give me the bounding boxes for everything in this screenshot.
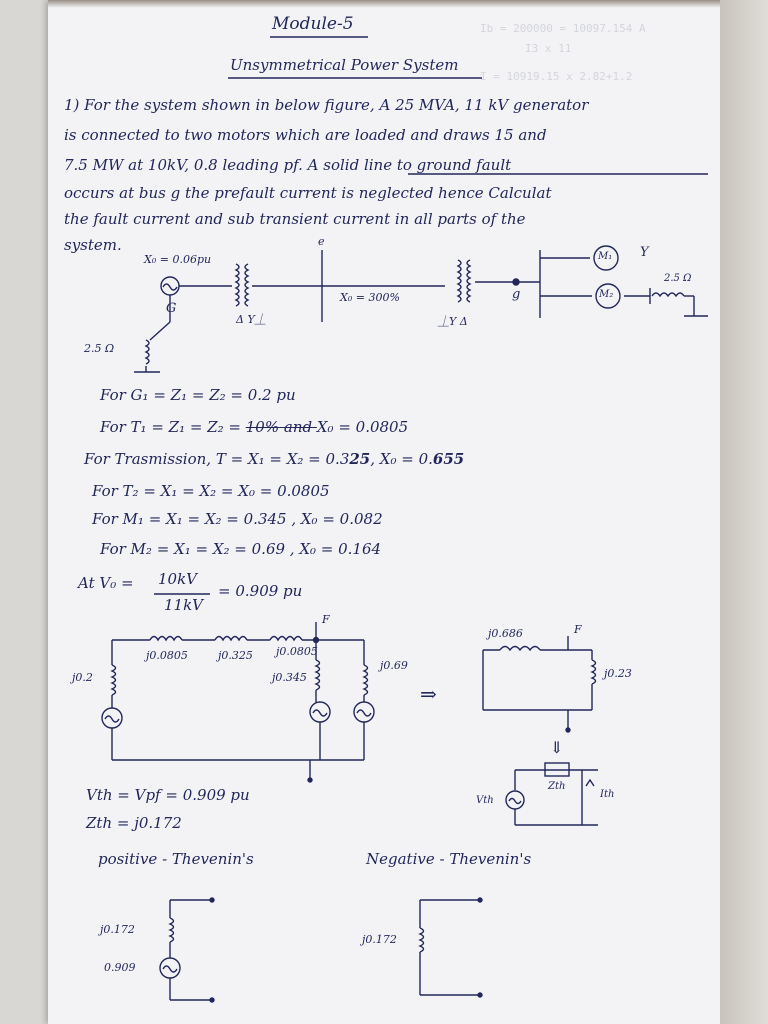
transform-arrow: ⇒: [420, 682, 437, 706]
line-x0-label: X₀ = 300%: [340, 291, 400, 304]
neg-thevenin-x-label: j0.172: [362, 933, 397, 946]
t2-primary-coil: [456, 259, 462, 303]
m2-x-label: j0.69: [380, 659, 408, 672]
m1-label: M₁: [598, 251, 613, 262]
r1-label: j0.0805: [146, 649, 188, 662]
eq-series-label: j0.686: [488, 627, 523, 640]
bleed-through-text: I = 10919.15 x 2.82+1.2: [480, 70, 633, 83]
zth-result: Zth = j0.172: [86, 814, 182, 832]
voltage-result: = 0.909 pu: [218, 582, 303, 600]
param-transmission: For Trasmission, T = X₁ = X₂ = 0.325, X₀…: [84, 450, 465, 468]
gen-x0-label: X₀ = 0.06pu: [144, 253, 212, 266]
problem-line-3: 7.5 MW at 10kV, 0.8 leading pf. A solid …: [64, 156, 512, 174]
t1-connection-label: Δ Y⏊: [236, 313, 266, 326]
m1-reactance-coil: [314, 659, 321, 691]
m2-circle: [595, 283, 621, 309]
gen-label: G: [166, 301, 177, 316]
page-subtitle: Unsymmetrical Power System: [230, 56, 459, 74]
eq-shunt-label: j0.23: [604, 667, 632, 680]
problem-line-1: 1) For the system shown in below figure,…: [64, 96, 589, 114]
m1-circle: [593, 245, 619, 271]
m1-x-label: j0.345: [272, 671, 307, 684]
param-t2: For T₂ = X₁ = X₂ = X₀ = 0.0805: [92, 482, 330, 500]
negative-thevenin-circuit: [418, 897, 483, 998]
motor-ground-res-label: 2.5 Ω: [664, 273, 692, 284]
negative-thevenin-title: Negative - Thevenin's: [366, 850, 532, 868]
eq-series-coil: [499, 645, 541, 652]
bleed-through-text: Ib = 200000 = 10097.154 A: [480, 22, 646, 35]
bus-g-node: [512, 278, 520, 286]
r2-label: j0.325: [218, 649, 253, 662]
zth-small-label: Zth: [548, 781, 566, 792]
fault-label: F: [322, 613, 330, 626]
param-t1: For T₁ = Z₁ = Z₂ = 10% and X₀ = 0.0805: [100, 418, 409, 436]
motor-y-label: Y: [640, 245, 649, 260]
t2-connection-label: ⏊Y Δ: [438, 315, 468, 328]
t1-primary-coil: [234, 263, 240, 307]
eq-fault-label: F: [574, 623, 582, 636]
system-one-line-diagram: [134, 245, 708, 373]
strikethrough-text: 10%: [245, 418, 280, 436]
problem-line-4: occurs at bus g the prefault current is …: [64, 184, 552, 202]
eq-shunt-coil: [590, 659, 597, 685]
gen-x-label: j0.2: [72, 671, 93, 684]
zth-box: [544, 762, 570, 777]
voltage-denominator: 11kV: [164, 596, 204, 614]
t1-secondary-coil: [244, 263, 250, 307]
vth-result: Vth = Vpf = 0.909 pu: [86, 786, 250, 804]
fraction-bar: [154, 593, 210, 595]
t2-secondary-coil: [466, 259, 472, 303]
m2-reactance-coil: [362, 664, 369, 696]
ith-small-label: Ith: [600, 789, 615, 800]
gen-ground-res-label: 2.5 Ω: [84, 342, 115, 355]
m2-ground-resistor: [651, 292, 685, 298]
problem-line-2: is connected to two motors which are loa…: [64, 126, 547, 144]
page-background-edge: [720, 0, 768, 1024]
param-m1: For M₁ = X₁ = X₂ = 0.345 , X₀ = 0.082: [92, 510, 383, 528]
bus-g-label: g: [512, 287, 521, 302]
module-heading: Module-5: [272, 14, 354, 34]
generator-sine: [162, 283, 178, 291]
t2-reactance-coil: [269, 635, 303, 642]
voltage-prefix: At V₀ =: [78, 574, 134, 592]
page-top-edge: [48, 0, 720, 8]
vth-small-label: Vth: [476, 795, 494, 806]
param-m2: For M₂ = X₁ = X₂ = 0.69 , X₀ = 0.164: [100, 540, 382, 558]
pos-thevenin-v-label: 0.909: [104, 961, 136, 974]
problem-line-6: system.: [64, 236, 122, 254]
positive-sequence-network: [101, 622, 375, 783]
gen-ground-resistor: [144, 339, 150, 365]
m2-label: M₂: [599, 289, 614, 300]
notebook-page: [48, 0, 720, 1024]
r3-label: j0.0805: [276, 645, 318, 658]
positive-thevenin-circuit: [159, 897, 215, 1003]
param-g1: For G₁ = Z₁ = Z₂ = 0.2 pu: [100, 386, 296, 404]
voltage-numerator: 10kV: [158, 570, 198, 588]
problem-line-5: the fault current and sub transient curr…: [64, 210, 526, 228]
line-reactance-coil: [214, 635, 248, 642]
down-arrow: ⇓: [550, 738, 564, 757]
neg-thevenin-coil: [418, 927, 425, 953]
pos-thevenin-x-label: j0.172: [100, 923, 135, 936]
gen-reactance-coil: [110, 664, 117, 696]
equivalent-circuit: [482, 636, 597, 733]
thevenin-equivalent-small: [505, 762, 598, 826]
positive-thevenin-title: positive - Thevenin's: [98, 850, 254, 868]
bus-e-label: e: [318, 235, 325, 248]
bleed-through-text: I3 x 11: [525, 42, 572, 55]
pos-thevenin-coil: [168, 917, 175, 943]
t1-reactance-coil: [149, 635, 183, 642]
